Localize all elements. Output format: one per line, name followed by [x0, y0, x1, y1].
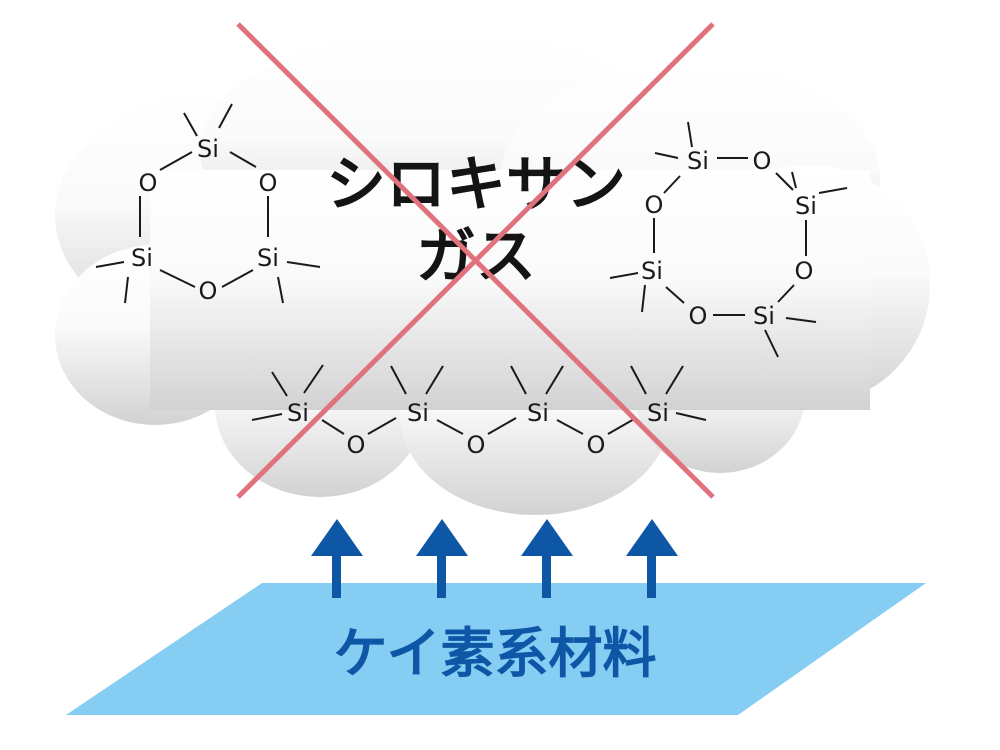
up-arrow-icon: [311, 519, 363, 598]
arrows-group: [311, 519, 678, 598]
up-arrow-icon: [626, 519, 678, 598]
silicon-atom: Si: [407, 399, 429, 427]
oxygen-atom: O: [795, 257, 814, 285]
oxygen-atom: O: [259, 169, 278, 197]
silicon-atom: Si: [641, 257, 663, 285]
oxygen-atom: O: [689, 302, 708, 330]
oxygen-atom: O: [753, 147, 772, 175]
silicon-atom: Si: [795, 192, 817, 220]
oxygen-atom: O: [347, 431, 366, 459]
silicon-atom: Si: [687, 147, 709, 175]
silicon-atom: Si: [647, 399, 669, 427]
silicon-atom: Si: [753, 302, 775, 330]
silicon-atom: Si: [257, 244, 279, 272]
up-arrow-icon: [521, 519, 573, 598]
material-sheet-icon: [66, 583, 926, 715]
oxygen-atom: O: [139, 169, 158, 197]
oxygen-atom: O: [199, 277, 218, 305]
gas-title-line1: シロキサン: [326, 150, 626, 220]
molecule-chain: Si O Si O Si O Si: [251, 364, 707, 459]
oxygen-atom: O: [645, 191, 664, 219]
silicon-atom: Si: [527, 399, 549, 427]
molecule-ring-right: Si O O Si Si O O Si: [609, 121, 848, 358]
oxygen-atom: O: [587, 431, 606, 459]
silicon-atom: Si: [131, 244, 153, 272]
molecule-ring-left: Si O O Si Si O: [95, 103, 321, 305]
cross-mark-icon: [236, 22, 715, 499]
material-label: ケイ素系材料: [334, 622, 657, 685]
silicon-atom: Si: [197, 135, 219, 163]
up-arrow-icon: [416, 519, 468, 598]
cloud-icon: [55, 30, 930, 515]
silicon-atom: Si: [287, 399, 309, 427]
oxygen-atom: O: [467, 431, 486, 459]
